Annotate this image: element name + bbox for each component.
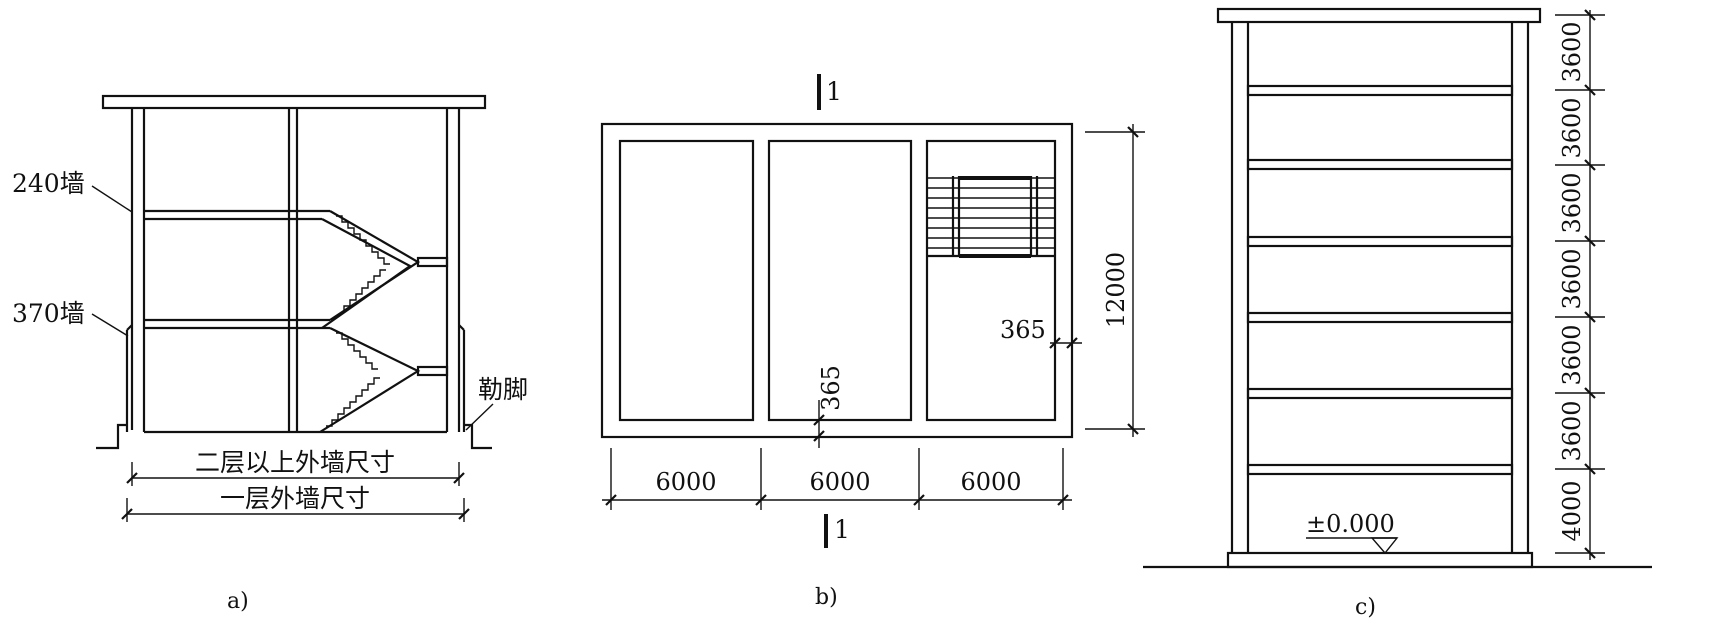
center-column: [287, 108, 299, 432]
stair-flights: [319, 210, 421, 433]
storey-height-2: 3600: [1558, 97, 1586, 158]
room-1: [618, 139, 755, 422]
stair-plan: [927, 176, 1055, 258]
storey-height-4: 3600: [1558, 248, 1586, 309]
wall-240-label: 240墙: [12, 169, 85, 198]
inner-wall-dim: 365: [817, 365, 845, 411]
figure-b-plan: 1 1 6000 6000 6000 12000: [600, 74, 1145, 610]
outer-wall-dim: 365: [1000, 316, 1046, 344]
storey-height-1: 3600: [1558, 21, 1586, 82]
upper-wall-dim-label: 二层以上外墙尺寸: [195, 448, 395, 477]
bay-dim-2: 6000: [809, 468, 870, 496]
wall-370-label: 370墙: [12, 299, 85, 328]
storey-height-7: 4000: [1558, 480, 1586, 541]
floor-slabs: [144, 209, 447, 434]
outer-wall-thickness-mark: [1049, 337, 1082, 349]
roof-slab: [101, 94, 487, 110]
bay-dimension-line: [602, 448, 1072, 510]
depth-dim: 12000: [1102, 252, 1130, 328]
left-column: [1230, 22, 1250, 553]
upper-wall-dimension: [126, 462, 465, 486]
datum-marker: [1306, 537, 1399, 555]
figure-c-elevation: ±0.000 3600 3600 3600 3600 3600 3600 4: [1143, 7, 1652, 620]
section-mark-bottom-label: 1: [834, 515, 850, 544]
inner-wall-thickness-mark: [813, 400, 825, 448]
datum-label: ±0.000: [1306, 510, 1395, 538]
right-exterior-wall: [445, 108, 466, 432]
figure-b-caption: b): [815, 585, 838, 610]
plinth-leader: [465, 403, 494, 431]
bay-dim-3: 6000: [960, 468, 1021, 496]
wall-240-leader: [91, 185, 133, 213]
storey-height-6: 3600: [1558, 400, 1586, 461]
room-2: [767, 139, 913, 422]
left-exterior-wall: [125, 108, 146, 432]
figure-a-section: 240墙 370墙 勒脚 二层以上外墙尺寸 一层外墙尺寸 a): [12, 94, 528, 614]
roof-cornice: [1216, 7, 1542, 24]
height-dimension-chain: [1555, 9, 1605, 560]
bay-dim-1: 6000: [655, 468, 716, 496]
plinth-base: [1226, 551, 1534, 569]
outer-wall: [600, 122, 1074, 439]
stair-landings: [416, 256, 449, 377]
figure-a-caption: a): [227, 589, 249, 614]
room-3-stair: [925, 139, 1057, 422]
ground-plinth: [96, 423, 492, 450]
ground-wall-dimension: [121, 498, 470, 522]
floor-bands: [1246, 84, 1514, 476]
wall-370-leader: [91, 313, 129, 337]
storey-height-3: 3600: [1558, 172, 1586, 233]
figure-c-caption: c): [1355, 595, 1376, 620]
storey-height-5: 3600: [1558, 324, 1586, 385]
depth-dimension-line: [1085, 124, 1145, 437]
right-column: [1510, 22, 1530, 553]
plinth-label: 勒脚: [478, 375, 528, 404]
section-mark-top-label: 1: [826, 77, 842, 106]
ground-wall-dim-label: 一层外墙尺寸: [220, 484, 370, 513]
